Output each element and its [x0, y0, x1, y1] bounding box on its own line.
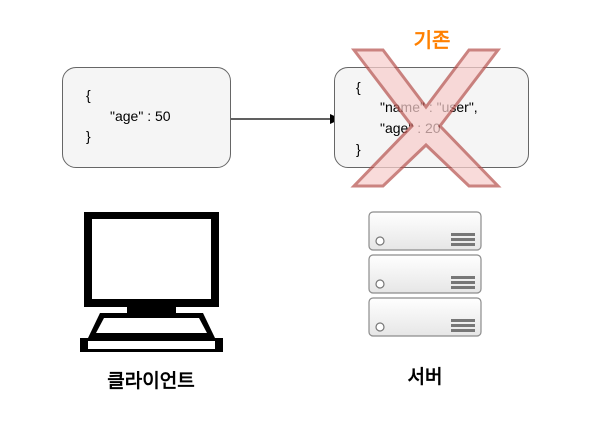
server-label: 서버 — [407, 366, 443, 388]
client-json-age: "age" : 50 — [110, 108, 171, 124]
old-label: 기존 — [413, 28, 451, 52]
client-json-close: } — [86, 128, 91, 144]
client-json-open: { — [86, 87, 91, 103]
server-json-close: } — [356, 141, 361, 157]
client-json-box — [62, 67, 231, 168]
server-json-open: { — [356, 79, 361, 95]
client-label: 클라이언트 — [107, 370, 195, 392]
